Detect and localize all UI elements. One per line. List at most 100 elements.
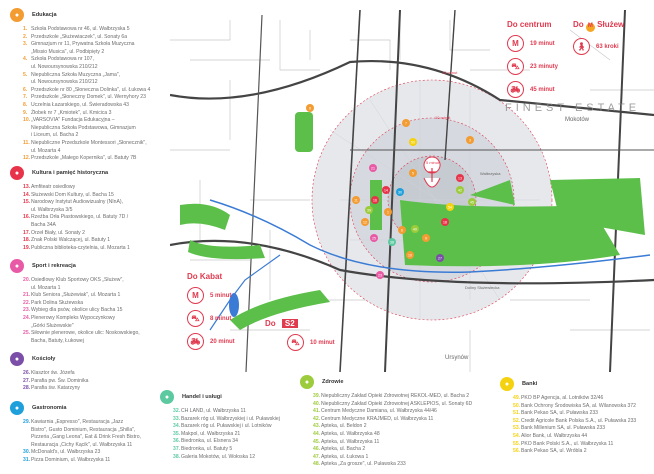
item-number: 16. bbox=[23, 214, 31, 221]
map-marker[interactable] bbox=[409, 169, 417, 177]
item-number: 31. bbox=[23, 456, 31, 463]
map-marker[interactable] bbox=[306, 104, 314, 112]
map-marker[interactable] bbox=[398, 226, 406, 234]
item-number: 29. bbox=[23, 419, 31, 425]
item-text: Biedronka, ul. Batuty 5 bbox=[181, 445, 233, 452]
item-text: Szkoła Podstawowa nr 107, ul. Nowoursyno… bbox=[31, 56, 98, 70]
list-item: 19.Publiczna biblioteka-czytelnia, ul. M… bbox=[10, 245, 175, 253]
item-number: 53. bbox=[513, 425, 521, 432]
list-item: 29.Kawiarnia „Espresso", Restauracja „Ja… bbox=[10, 419, 158, 449]
section-title: Zdrowie bbox=[322, 379, 344, 385]
car-icon: ⛍ bbox=[287, 334, 304, 351]
map-marker[interactable] bbox=[396, 188, 404, 196]
list-item: 31.Pizza Dominium, ul. Wałbrzyska 11 bbox=[10, 457, 158, 465]
item-text: Bazarek róg ul. Puławskiej i ul. Lotnikó… bbox=[181, 423, 272, 430]
item-number: 49. bbox=[513, 395, 521, 401]
walk-icon: 🚶︎ bbox=[573, 38, 590, 55]
map-marker[interactable] bbox=[441, 218, 449, 226]
map-marker-number: 45 bbox=[470, 200, 474, 204]
item-number: 52. bbox=[513, 417, 521, 424]
item-number: 9. bbox=[23, 109, 28, 116]
item-number: 54. bbox=[513, 432, 521, 439]
list-item: 10.„VARSOVIA" Fundacja Edukacyjna – Niep… bbox=[10, 117, 175, 140]
item-text: Klasztor św. Józefa bbox=[31, 370, 75, 376]
map-marker-number: 14 bbox=[384, 188, 388, 192]
map-marker[interactable] bbox=[369, 164, 377, 172]
section-title: Kościoły bbox=[32, 356, 56, 362]
travel-time: 19 minut bbox=[530, 40, 555, 47]
map-marker-number: 7 bbox=[405, 121, 407, 125]
item-number: 19. bbox=[23, 244, 31, 251]
item-text: „VARSOVIA" Fundacja Edukacyjna – Niepubl… bbox=[31, 117, 136, 139]
list-item: 2.Przedszkole „Służewiaczek", ul. Sonaty… bbox=[10, 34, 175, 42]
item-number: 51. bbox=[513, 410, 521, 417]
map-marker[interactable] bbox=[384, 208, 392, 216]
list-item: 8.Uczelnia Łazarskiego, ul. Świeradowska… bbox=[10, 102, 175, 110]
item-text: Makpol, ul. Wałbrzyska 21 bbox=[181, 430, 241, 437]
isochrone-15-label: 15 minut bbox=[442, 70, 458, 75]
list-item: 45.Apteka, ul. Wałbrzyska 11 bbox=[300, 439, 496, 447]
item-number: 12. bbox=[23, 155, 31, 162]
map-marker[interactable] bbox=[411, 225, 419, 233]
list-item: 38.Galeria Mokotów, ul. Wołoska 12 bbox=[160, 454, 298, 462]
item-number: 11. bbox=[23, 139, 30, 146]
list-item: 49.PKO BP Agencja, al. Lotników 32/46 bbox=[500, 395, 654, 403]
map-marker[interactable] bbox=[365, 206, 373, 214]
map-marker[interactable] bbox=[409, 138, 417, 146]
map-canvas: 8213161415630401342451018272538125072393… bbox=[169, 0, 654, 373]
list-item: 56.Bank Pekao SA, ul. Wróbla 2 bbox=[500, 448, 654, 456]
map-marker-number: 12 bbox=[363, 220, 367, 224]
item-text: Alior Bank, ul. Wałbrzyska 44 bbox=[521, 432, 588, 439]
map-marker[interactable] bbox=[402, 119, 410, 127]
metro-icon: M bbox=[187, 287, 204, 304]
item-text: Osiedlowy Klub Sportowy OKS „Służew", ul… bbox=[31, 277, 124, 291]
item-text: Apteka „Za grosze", ul. Puławska 233 bbox=[321, 461, 406, 468]
list-item: 28.Parafia św. Katarzyny bbox=[10, 385, 175, 393]
item-number: 43. bbox=[313, 423, 321, 430]
map-marker[interactable] bbox=[468, 198, 476, 206]
map-marker[interactable] bbox=[406, 251, 414, 259]
list-item: 30.McDonald's, ul. Wałbrzyska 23 bbox=[10, 449, 158, 457]
item-text: Publiczna biblioteka-czytelnia, ul. Moza… bbox=[31, 244, 130, 251]
item-text: Przedszkole „Małego Kopernika", ul. Batu… bbox=[31, 155, 137, 162]
map-marker[interactable] bbox=[370, 234, 378, 242]
list-item: 20.Osiedlowy Klub Sportowy OKS „Służew",… bbox=[10, 277, 175, 292]
item-text: Apteka, ul. Łukowa 1 bbox=[321, 453, 369, 460]
church-icon: ● bbox=[10, 352, 24, 366]
item-number: 46. bbox=[313, 446, 321, 453]
item-number: 44. bbox=[313, 430, 321, 437]
list-item: 32.CH LAND, ul. Wałbrzyska 11 bbox=[160, 408, 298, 416]
map-marker[interactable] bbox=[436, 254, 444, 262]
item-text: Gimnazjum nr 11, Prywatna Szkoła Muzyczn… bbox=[31, 41, 135, 55]
item-number: 33. bbox=[173, 415, 181, 422]
map-marker[interactable] bbox=[361, 218, 369, 226]
map-marker[interactable] bbox=[371, 196, 379, 204]
item-number: 14. bbox=[23, 191, 31, 198]
map-marker[interactable] bbox=[376, 271, 384, 279]
map-marker[interactable] bbox=[422, 234, 430, 242]
map-marker[interactable] bbox=[456, 174, 464, 182]
map-marker[interactable] bbox=[382, 186, 390, 194]
item-number: 22. bbox=[23, 299, 31, 306]
map-marker-number: 18 bbox=[443, 220, 447, 224]
item-number: 10. bbox=[23, 117, 31, 124]
street-label: Wałbrzyska bbox=[480, 171, 501, 176]
map-marker[interactable] bbox=[446, 203, 454, 211]
list-item: 6.Przedszkole nr 80 „Słoneczna Dolinka",… bbox=[10, 87, 175, 95]
map-marker[interactable] bbox=[456, 186, 464, 194]
travel-time: 10 minut bbox=[310, 339, 335, 346]
item-number: 50. bbox=[513, 402, 521, 409]
list-item: 40.Niepubliczny Zakład Opieki Zdrowotnej… bbox=[300, 401, 496, 409]
map-marker[interactable] bbox=[388, 238, 396, 246]
map-marker[interactable] bbox=[466, 136, 474, 144]
district-label: Ursynów bbox=[445, 355, 469, 361]
item-text: Amfiteatr osiedlowy bbox=[31, 184, 76, 190]
list-item: 54.Alior Bank, ul. Wałbrzyska 44 bbox=[500, 433, 654, 441]
section-title: Edukacja bbox=[32, 12, 57, 18]
item-number: 42. bbox=[313, 415, 321, 422]
map-marker[interactable] bbox=[352, 196, 360, 204]
map-marker-number: 10 bbox=[408, 253, 412, 257]
